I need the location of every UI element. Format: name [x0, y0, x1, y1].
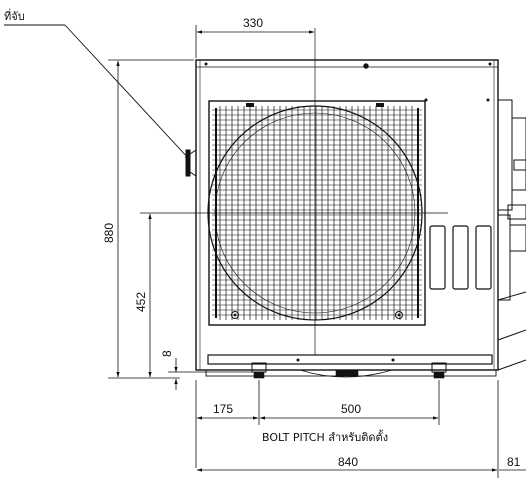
dim-overall-height-value: 880 [102, 223, 116, 243]
fan-grille [207, 100, 426, 326]
handle-callout: ที่จับ [4, 8, 191, 161]
dim-foot-left-offset-value: 175 [213, 402, 233, 416]
dim-fan-center-height-value: 452 [134, 292, 148, 312]
handle [185, 149, 197, 177]
dim-side-protrusion-value: 81 [507, 455, 521, 469]
handle-callout-label: ที่จับ [4, 8, 25, 23]
dim-bolt-pitch [195, 380, 440, 468]
dim-fan-center-offset [195, 25, 315, 58]
dim-foot-height [168, 358, 252, 390]
vent-slots [429, 225, 492, 290]
dim-overall-height [108, 59, 194, 379]
dim-foot-height-value: 8 [160, 350, 174, 357]
dim-overall-width [196, 380, 526, 478]
dim-fan-center-offset-value: 330 [243, 16, 263, 30]
dim-bolt-pitch-value: 500 [341, 402, 361, 416]
base-rail [205, 354, 497, 379]
dim-overall-width-value: 840 [338, 455, 358, 469]
side-service-valves [497, 99, 526, 371]
dim-bolt-pitch-label: BOLT PITCH สำหรับติดตั้ง [262, 429, 388, 444]
center-lines [140, 28, 448, 355]
